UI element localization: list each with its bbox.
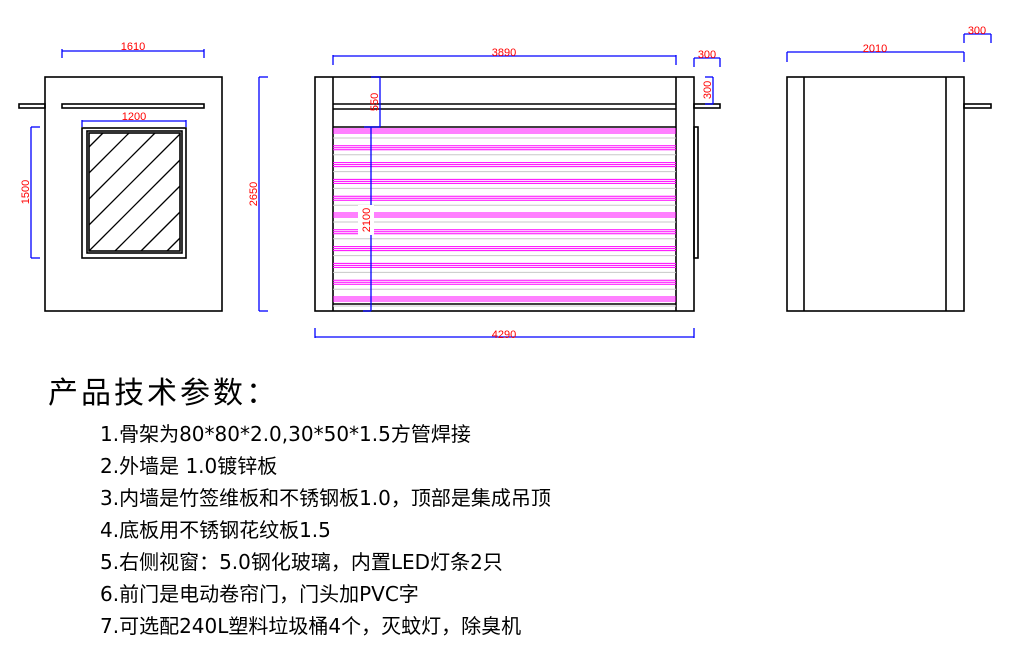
spec-item: 5.右侧视窗：5.0钢化玻璃，内置LED灯条2只 [100, 550, 503, 574]
right-canopy-bar [963, 103, 992, 109]
left-canopy-bar-inner [61, 103, 205, 109]
dim-label-2010: 2010 [863, 43, 887, 55]
hatch-line [88, 132, 130, 174]
spec-item: 3.内墙是竹签维板和不锈钢板1.0，顶部是集成吊顶 [100, 486, 551, 510]
dim-label-300-height: 300 [702, 81, 714, 99]
dim-label-550: 550 [369, 93, 381, 111]
hatch-line [88, 159, 181, 252]
dim-label-1610: 1610 [121, 41, 145, 53]
dim-label-4290: 4290 [492, 329, 516, 341]
spec-item: 2.外墙是 1.0镀锌板 [100, 454, 278, 478]
specs-list: 1.骨架为80*80*2.0,30*50*1.5方管焊接 2.外墙是 1.0镀锌… [100, 418, 551, 642]
dim-2650 [258, 76, 268, 312]
left-canopy-bar [18, 103, 46, 109]
dim-4290 [314, 328, 695, 338]
rolling-shutter [333, 128, 676, 307]
dim-label-3890: 3890 [492, 47, 516, 59]
dim-550 [364, 76, 381, 128]
side-window-edge [693, 126, 699, 259]
dim-label-2100: 2100 [361, 208, 373, 232]
dim-label-300-right: 300 [968, 25, 986, 37]
dim-1610 [61, 49, 205, 58]
spec-item: 1.骨架为80*80*2.0,30*50*1.5方管焊接 [100, 422, 471, 446]
right-side-view: 2010 300 [786, 25, 992, 312]
spec-item: 7.可选配240L塑料垃圾桶4个，灭蚊灯，除臭机 [100, 614, 522, 638]
window [81, 127, 187, 259]
right-wall-outline [786, 76, 965, 312]
left-side-view: 1610 1200 1500 2650 [18, 41, 268, 312]
dim-1500 [30, 126, 40, 259]
dim-300-top [693, 57, 721, 67]
specs-title: 产品技术参数： [48, 376, 279, 411]
dim-label-2650: 2650 [248, 182, 260, 206]
dim-300-right [963, 33, 992, 43]
dim-label-1500: 1500 [20, 180, 32, 204]
dim-label-300-width: 300 [698, 49, 716, 61]
dim-3890 [332, 55, 677, 65]
left-wall-outline [44, 76, 223, 312]
hatch-line [166, 237, 181, 252]
hatch-line [88, 132, 104, 148]
hatch-line [88, 133, 181, 226]
hatch-line [88, 132, 156, 200]
dim-label-1200: 1200 [122, 111, 146, 123]
dim-1200 [81, 120, 187, 127]
product-specs: 产品技术参数： 1.骨架为80*80*2.0,30*50*1.5方管焊接 2.外… [48, 368, 551, 642]
hatch-line [114, 185, 181, 252]
hatch-line [140, 211, 181, 252]
glass-hatch [88, 132, 181, 252]
front-view: 3890 300 300 550 2100 4290 [314, 47, 721, 341]
spec-item: 6.前门是电动卷帘门，门头加PVC字 [100, 582, 419, 606]
dim-300-vertical [705, 76, 714, 105]
spec-item: 4.底板用不锈钢花纹板1.5 [100, 518, 331, 542]
dim-2010 [786, 51, 965, 62]
